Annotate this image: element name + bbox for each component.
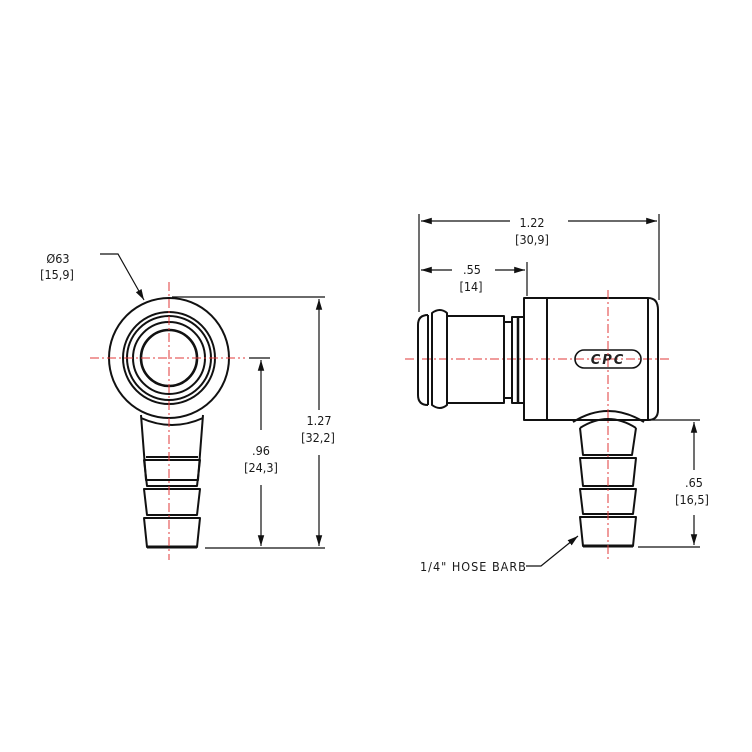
barb-callout-leader <box>526 535 579 567</box>
barb-ring-2 <box>579 488 637 515</box>
barb-height-label: .65 <box>685 475 703 490</box>
overall-length-label: 1.22 <box>519 215 544 230</box>
overall-length-metric: [30,9] <box>515 232 549 247</box>
total-height-label: 1.27 <box>306 413 331 428</box>
barb-ring-1 <box>579 457 637 487</box>
barb-ring-1 <box>143 459 201 487</box>
groove <box>503 321 513 399</box>
center-height-label: .96 <box>252 443 270 458</box>
barb-ring-3 <box>143 517 201 548</box>
shank-length-label: .55 <box>463 262 481 277</box>
shank-length-metric: [14] <box>459 279 482 294</box>
center-height-metric: [24,3] <box>244 460 278 475</box>
barb-height-metric: [16,5] <box>675 492 709 507</box>
stem-curve <box>140 417 204 426</box>
end-view: Ø63 [15,9] .96 [24,3] 1.27 [32,2] <box>40 251 335 560</box>
total-height-metric: [32,2] <box>301 430 335 445</box>
diameter-label: Ø63 <box>46 251 69 266</box>
front-lip <box>417 314 429 406</box>
barb-stem <box>140 414 204 481</box>
diameter-metric: [15,9] <box>40 267 74 282</box>
barb-ring-2 <box>143 488 201 516</box>
body <box>523 297 659 421</box>
logo-text: CPC <box>591 353 626 368</box>
o-ring <box>431 309 448 409</box>
side-view: CPC 1.22 [30,9] .55 [14] .65 [16,5] <box>405 214 709 574</box>
barb-callout-label: 1/4" HOSE BARB <box>420 559 527 574</box>
diameter-leader <box>100 253 145 301</box>
